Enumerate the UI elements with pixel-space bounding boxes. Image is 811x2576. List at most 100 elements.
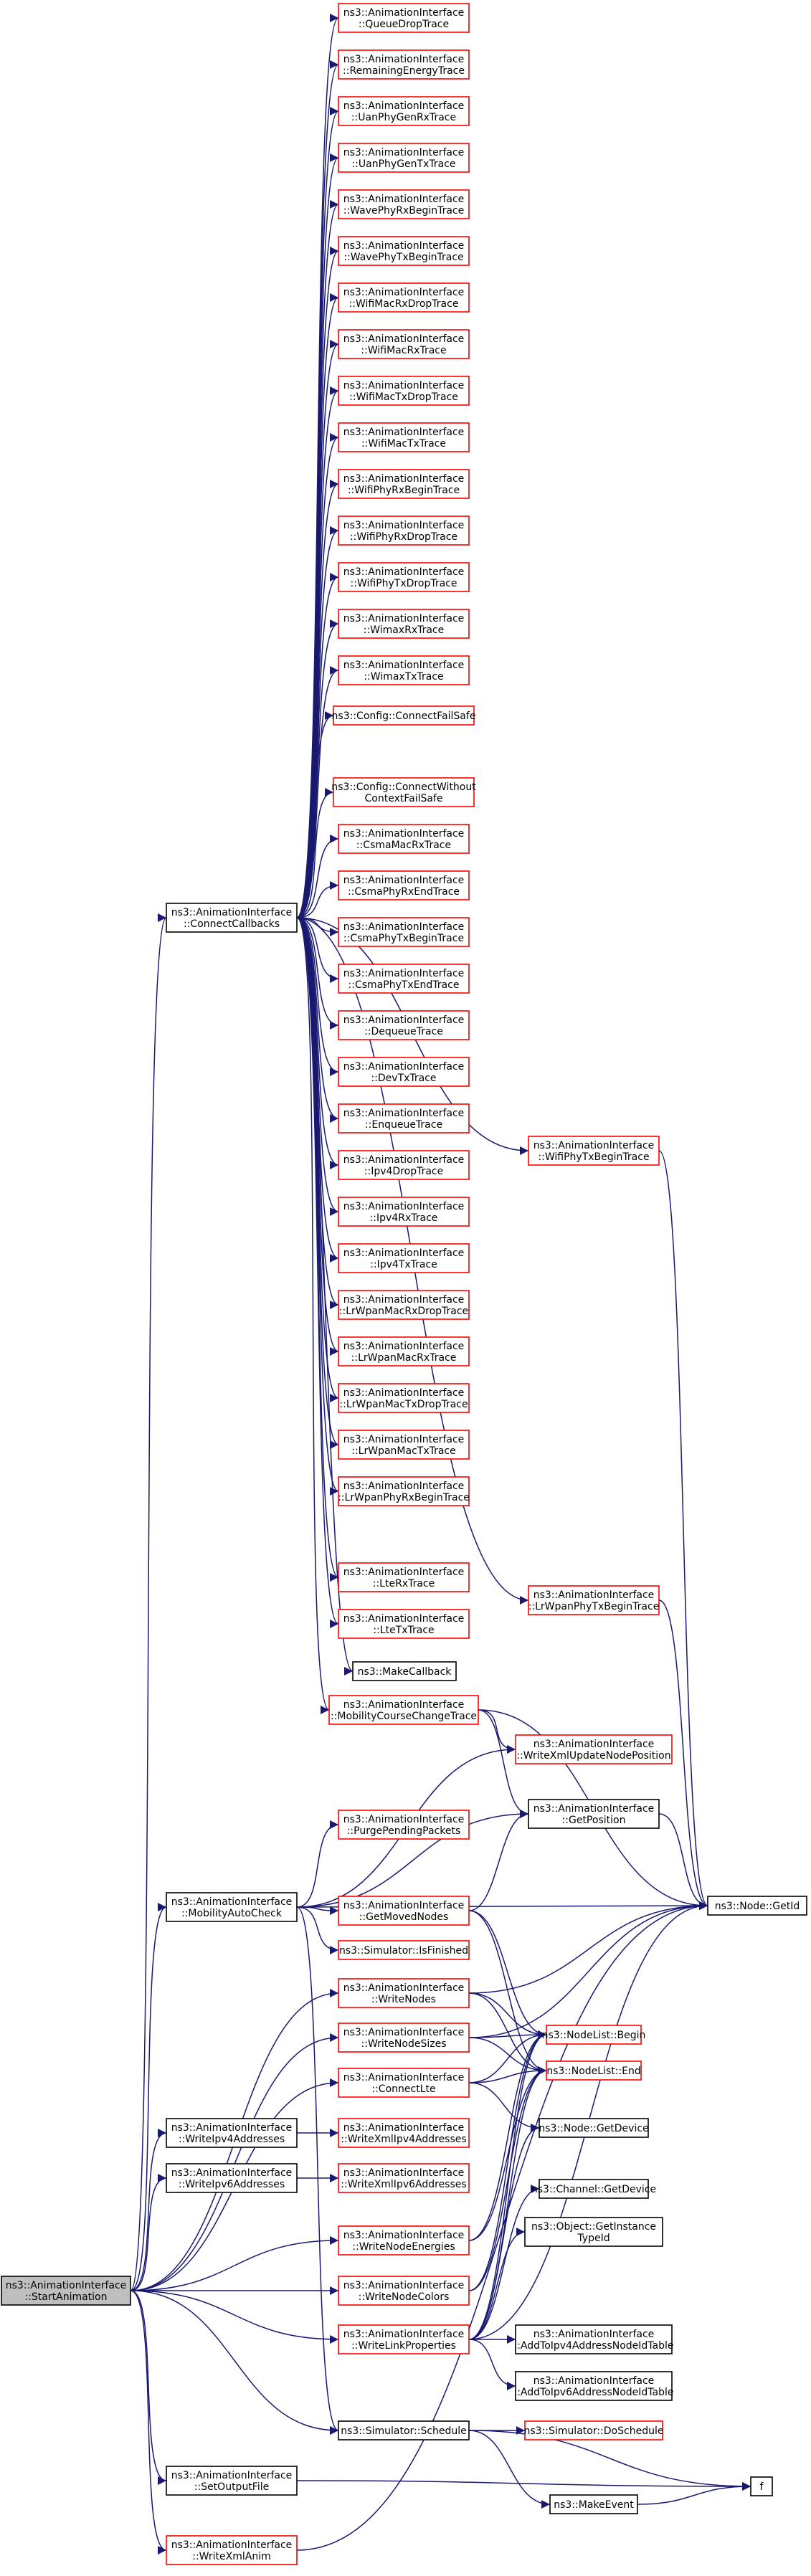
node-label: ns3::AnimationInterface [343,240,465,252]
node-label: ns3::AnimationInterface [343,1294,465,1306]
node-wimax-rx-trace[interactable]: ns3::AnimationInterface::WimaxRxTrace [338,609,470,639]
node-lr-wpan-mac-rx-trace[interactable]: ns3::AnimationInterface::LrWpanMacRxTrac… [338,1336,470,1367]
node-label: ns3::AnimationInterface [343,147,465,158]
node-add-to-ipv6-address-node-id-table[interactable]: ns3::AnimationInterface::AddToIpv6Addres… [514,2371,674,2401]
node-make-callback[interactable]: ns3::MakeCallback [352,1661,457,1681]
node-lte-tx-trace[interactable]: ns3::AnimationInterface::LteTxTrace [338,1609,470,1639]
node-node-get-device[interactable]: ns3::Node::GetDevice [539,2118,649,2138]
node-lr-wpan-mac-tx-trace[interactable]: ns3::AnimationInterface::LrWpanMacTxTrac… [338,1430,470,1460]
node-label: ns3::AnimationInterface [343,194,465,205]
edge-simulator-schedule-to-f [468,2430,751,2491]
node-write-node-energies[interactable]: ns3::AnimationInterface::WriteNodeEnergi… [338,2225,470,2256]
edge-mobility-auto-check-to-simulator-is-finished [296,1906,339,1954]
node-connect-fail-safe[interactable]: ns3::Config::ConnectFailSafe [332,705,476,726]
node-lte-rx-trace[interactable]: ns3::AnimationInterface::LteRxTrace [338,1562,470,1592]
node-box [338,609,470,639]
node-connect-without-context-fail-safe[interactable]: ns3::Config::ConnectWithoutContextFailSa… [331,777,476,807]
node-wifi-phy-rx-drop-trace[interactable]: ns3::AnimationInterface::WifiPhyRxDropTr… [338,515,470,546]
node-label: ContextFailSafe [365,793,443,804]
node-simulator-do-schedule[interactable]: ns3::Simulator::DoSchedule [524,2420,664,2440]
node-label: ns3::AnimationInterface [343,380,465,391]
node-channel-get-device[interactable]: ns3::Channel::GetDevice [531,2179,656,2199]
node-make-event[interactable]: ns3::MakeEvent [549,2494,638,2514]
node-wifi-mac-tx-drop-trace[interactable]: ns3::AnimationInterface::WifiMacTxDropTr… [338,376,470,406]
node-queue-drop-trace[interactable]: ns3::AnimationInterface::QueueDropTrace [338,3,470,33]
node-csma-mac-rx-trace[interactable]: ns3::AnimationInterface::CsmaMacRxTrace [338,824,470,854]
node-write-link-properties[interactable]: ns3::AnimationInterface::WriteLinkProper… [338,2324,470,2354]
node-label: ::WifiMacTxTrace [361,438,446,450]
node-write-xml-ipv6-addresses[interactable]: ns3::AnimationInterface::WriteXmlIpv6Add… [338,2163,470,2193]
node-dequeue-trace[interactable]: ns3::AnimationInterface::DequeueTrace [338,1010,470,1040]
node-wifi-mac-rx-drop-trace[interactable]: ns3::AnimationInterface::WifiMacRxDropTr… [338,282,470,313]
node-wimax-tx-trace[interactable]: ns3::AnimationInterface::WimaxTxTrace [338,655,470,685]
node-csma-phy-tx-begin-trace[interactable]: ns3::AnimationInterface::CsmaPhyTxBeginT… [338,917,470,947]
node-node-list-end[interactable]: ns3::NodeList::End [546,2061,642,2081]
node-uan-phy-gen-rx-trace[interactable]: ns3::AnimationInterface::UanPhyGenRxTrac… [338,96,470,126]
node-simulator-is-finished[interactable]: ns3::Simulator::IsFinished [338,1940,470,1960]
node-write-node-colors[interactable]: ns3::AnimationInterface::WriteNodeColors [338,2276,470,2306]
node-box [528,1799,660,1829]
node-box [515,2371,673,2401]
node-f[interactable]: f [750,2476,773,2496]
node-set-output-file[interactable]: ns3::AnimationInterface::SetOutputFile [166,2466,298,2496]
node-wifi-phy-tx-drop-trace[interactable]: ns3::AnimationInterface::WifiPhyTxDropTr… [338,562,470,592]
node-ipv4-tx-trace[interactable]: ns3::AnimationInterface::Ipv4TxTrace [338,1243,470,1273]
node-box [328,1695,479,1725]
node-dev-tx-trace[interactable]: ns3::AnimationInterface::DevTxTrace [338,1057,470,1087]
node-wave-phy-tx-begin-trace[interactable]: ns3::AnimationInterface::WavePhyTxBeginT… [338,236,470,266]
node-mobility-auto-check[interactable]: ns3::AnimationInterface::MobilityAutoChe… [166,1892,298,1922]
node-csma-phy-rx-end-trace[interactable]: ns3::AnimationInterface::CsmaPhyRxEndTra… [338,870,470,900]
node-lr-wpan-mac-tx-drop-trace[interactable]: ns3::AnimationInterface::LrWpanMacTxDrop… [338,1383,470,1413]
node-connect-callbacks[interactable]: ns3::AnimationInterface::ConnectCallback… [166,903,298,933]
node-label: ::WifiMacTxDropTrace [349,391,458,403]
node-box [338,1383,470,1413]
node-csma-phy-tx-end-trace[interactable]: ns3::AnimationInterface::CsmaPhyTxEndTra… [338,964,470,994]
node-node-get-id[interactable]: ns3::Node::GetId [707,1896,807,1916]
node-box [1,2276,131,2306]
node-wave-phy-rx-begin-trace[interactable]: ns3::AnimationInterface::WavePhyRxBeginT… [338,189,470,219]
node-label: ns3::AnimationInterface [343,1341,465,1352]
node-write-xml-update-node-position[interactable]: ns3::AnimationInterface::WriteXmlUpdateN… [515,1734,673,1764]
edge-get-moved-nodes-to-node-list-end [468,1910,547,2075]
node-uan-phy-gen-tx-trace[interactable]: ns3::AnimationInterface::UanPhyGenTxTrac… [338,143,470,173]
node-wifi-mac-tx-trace[interactable]: ns3::AnimationInterface::WifiMacTxTrace [338,422,470,452]
node-write-xml-anim[interactable]: ns3::AnimationInterface::WriteXmlAnim [166,2535,298,2565]
node-ipv4-drop-trace[interactable]: ns3::AnimationInterface::Ipv4DropTrace [338,1150,470,1180]
node-label: ns3::AnimationInterface [6,2280,127,2291]
node-node-list-begin[interactable]: ns3::NodeList::Begin [542,2025,646,2045]
node-add-to-ipv4-address-node-id-table[interactable]: ns3::AnimationInterface::AddToIpv4Addres… [514,2324,674,2354]
node-enqueue-trace[interactable]: ns3::AnimationInterface::EnqueueTrace [338,1103,470,1133]
node-write-node-sizes[interactable]: ns3::AnimationInterface::WriteNodeSizes [338,2023,470,2053]
edge-wifi-phy-tx-begin-trace-to-node-get-id [658,1150,708,1910]
node-purge-pending-packets[interactable]: ns3::AnimationInterface::PurgePendingPac… [338,1810,470,1840]
node-write-ipv4-addresses[interactable]: ns3::AnimationInterface::WriteIpv4Addres… [166,2118,298,2148]
node-get-moved-nodes[interactable]: ns3::AnimationInterface::GetMovedNodes [338,1896,470,1926]
node-wifi-phy-tx-begin-trace[interactable]: ns3::AnimationInterface::WifiPhyTxBeginT… [528,1136,660,1166]
node-mobility-course-change-trace[interactable]: ns3::AnimationInterface::MobilityCourseC… [328,1695,479,1725]
node-lr-wpan-phy-rx-begin-trace[interactable]: ns3::AnimationInterface::LrWpanPhyRxBegi… [338,1476,470,1506]
node-label: ns3::AnimationInterface [171,2539,293,2551]
node-box [515,2324,673,2354]
node-label: ns3::AnimationInterface [533,1739,655,1750]
node-wifi-phy-rx-begin-trace[interactable]: ns3::AnimationInterface::WifiPhyRxBeginT… [338,469,470,499]
node-label: ns3::AnimationInterface [533,2329,655,2340]
node-label: ::WriteNodeColors [359,2291,450,2303]
node-remaining-energy-trace[interactable]: ns3::AnimationInterface::RemainingEnergy… [338,49,470,80]
node-lr-wpan-mac-rx-drop-trace[interactable]: ns3::AnimationInterface::LrWpanMacRxDrop… [338,1290,470,1320]
node-simulator-schedule[interactable]: ns3::Simulator::Schedule [338,2420,470,2440]
node-get-position[interactable]: ns3::AnimationInterface::GetPosition [528,1799,660,1829]
node-lr-wpan-phy-tx-begin-trace[interactable]: ns3::AnimationInterface::LrWpanPhyTxBegi… [528,1585,660,1615]
node-wifi-mac-rx-trace[interactable]: ns3::AnimationInterface::WifiMacRxTrace [338,329,470,359]
node-box [338,376,470,406]
node-box [166,2118,298,2148]
edge-write-node-colors-to-node-list-end [468,2066,547,2291]
node-write-ipv6-addresses[interactable]: ns3::AnimationInterface::WriteIpv6Addres… [166,2163,298,2193]
edge-simulator-schedule-to-make-event [468,2430,551,2509]
node-box [524,2217,663,2247]
node-label: ns3::AnimationInterface [343,1387,465,1399]
node-write-xml-ipv4-addresses[interactable]: ns3::AnimationInterface::WriteXmlIpv4Add… [338,2118,470,2148]
node-ipv4-rx-trace[interactable]: ns3::AnimationInterface::Ipv4RxTrace [338,1197,470,1227]
node-write-nodes[interactable]: ns3::AnimationInterface::WriteNodes [338,1978,470,2008]
node-connect-lte[interactable]: ns3::AnimationInterface::ConnectLte [338,2068,470,2098]
